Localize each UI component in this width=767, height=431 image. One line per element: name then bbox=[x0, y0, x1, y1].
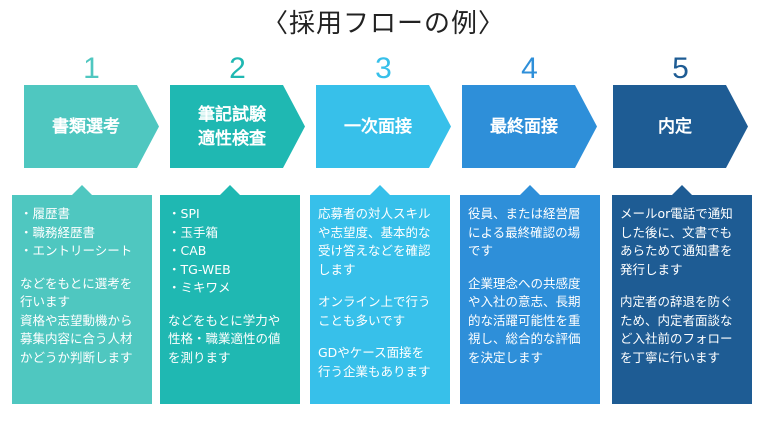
step-1-description: などをもとに選考を 行います 資格や志望動機から 募集内容に合う人材 かどうか判… bbox=[20, 275, 133, 365]
step-4-description: 役員、または経営層 による最終確認の場 です bbox=[468, 206, 581, 258]
step-4-arrow-body bbox=[462, 85, 597, 168]
step-2-card-pointer bbox=[220, 185, 240, 195]
step-4-arrow: 最終面接 bbox=[462, 85, 597, 168]
step-4-description: 企業理念への共感度 や入社の意志、長期 的な活躍可能性を重 視し、総合的な評価 … bbox=[468, 275, 581, 365]
step-2-bullet-item: CAB bbox=[168, 242, 294, 261]
step-4-number: 4 bbox=[521, 52, 538, 85]
step-1-bullet-item: エントリーシート bbox=[20, 242, 146, 261]
step-1-bullet-list: 履歴書職務経歴書エントリーシート bbox=[20, 205, 146, 261]
step-5-arrow: 内定 bbox=[613, 85, 748, 168]
step-3-card-pointer bbox=[370, 185, 390, 195]
step-2-arrow-shape bbox=[170, 85, 305, 168]
step-2-arrow-body bbox=[170, 85, 305, 168]
step-2-description: などをもとに学力や 性格・職業適性の値 を測ります bbox=[168, 312, 281, 365]
step-2-number: 2 bbox=[229, 52, 246, 85]
step-1-card: 履歴書職務経歴書エントリーシートなどをもとに選考を 行います 資格や志望動機から… bbox=[12, 185, 152, 404]
step-2-bullet-item: ミキワメ bbox=[168, 279, 294, 298]
step-5-card: メールor電話で通知 した後に、文書でも あらためて通知書を 発行します内定者の… bbox=[612, 185, 752, 404]
step-3-description: GDやケース面接を 行う企業もあります bbox=[318, 345, 431, 379]
step-2-bullet-item: SPI bbox=[168, 205, 294, 224]
step-1-arrow-body bbox=[24, 85, 159, 168]
step-5-description: 内定者の辞退を防ぐ ため、内定者面談な ど入社前のフォロー を丁寧に行います bbox=[620, 294, 733, 365]
step-1-bullet-item: 職務経歴書 bbox=[20, 224, 146, 243]
step-1-bullet-item: 履歴書 bbox=[20, 205, 146, 224]
step-4-label: 最終面接 bbox=[490, 116, 558, 137]
step-2-bullet-item: TG-WEB bbox=[168, 261, 294, 280]
step-5-card-pointer bbox=[672, 185, 692, 195]
step-3-number: 3 bbox=[375, 52, 392, 85]
step-3-arrow: 一次面接 bbox=[316, 85, 451, 168]
step-2-bullet-item: 玉手箱 bbox=[168, 224, 294, 243]
step-4-arrow-shape bbox=[462, 85, 597, 168]
step-3-arrow-body bbox=[316, 85, 451, 168]
page-title: 〈採用フローの例〉 bbox=[261, 9, 505, 39]
step-5-number: 5 bbox=[672, 52, 689, 85]
step-3-card: 応募者の対人スキル や志望度、基本的な 受け答えなどを確認 しますオンライン上で… bbox=[310, 185, 450, 404]
step-5-arrow-shape bbox=[613, 85, 748, 168]
step-2-arrow: 筆記試験 適性検査 bbox=[170, 85, 305, 168]
step-1-label: 書類選考 bbox=[52, 116, 120, 137]
step-3-label: 一次面接 bbox=[344, 116, 412, 137]
step-5-label: 内定 bbox=[658, 116, 692, 137]
step-5-arrow-body bbox=[613, 85, 748, 168]
step-3-arrow-shape bbox=[316, 85, 451, 168]
step-3-description: オンライン上で行う ことも多いです bbox=[318, 294, 431, 328]
step-2-bullet-list: SPI玉手箱CABTG-WEBミキワメ bbox=[168, 205, 294, 298]
step-4-card: 役員、または経営層 による最終確認の場 です企業理念への共感度 や入社の意志、長… bbox=[460, 185, 600, 404]
step-1-number: 1 bbox=[83, 52, 100, 85]
step-3-description: 応募者の対人スキル や志望度、基本的な 受け答えなどを確認 します bbox=[318, 206, 431, 277]
step-4-card-pointer bbox=[520, 185, 540, 195]
step-2-card: SPI玉手箱CABTG-WEBミキワメなどをもとに学力や 性格・職業適性の値 を… bbox=[160, 185, 300, 404]
step-2-label: 筆記試験 適性検査 bbox=[198, 104, 266, 149]
step-1-card-pointer bbox=[72, 185, 92, 195]
step-5-description: メールor電話で通知 した後に、文書でも あらためて通知書を 発行します bbox=[620, 206, 733, 277]
step-1-arrow: 書類選考 bbox=[24, 85, 159, 168]
step-1-arrow-shape bbox=[24, 85, 159, 168]
